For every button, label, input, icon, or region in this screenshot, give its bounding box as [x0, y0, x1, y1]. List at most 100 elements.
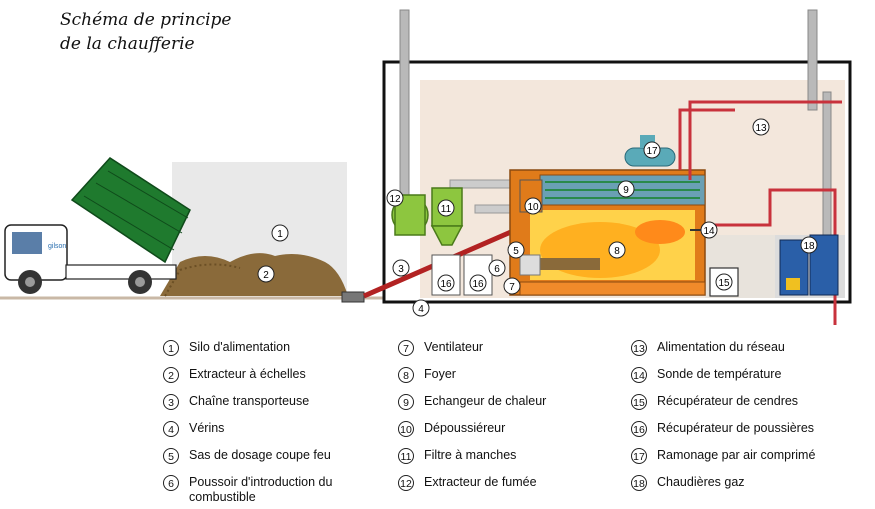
legend-number: 18 — [631, 475, 647, 491]
bag-filter — [430, 187, 464, 246]
svg-text:17: 17 — [646, 146, 658, 157]
truck-dump-body — [70, 157, 191, 264]
svg-text:4: 4 — [418, 304, 424, 315]
svg-text:15: 15 — [718, 278, 730, 289]
legend-item-5: 5 Sas de dosage coupe feu — [163, 448, 331, 464]
marker-12: 12 — [386, 189, 404, 207]
fume-extractor — [391, 194, 429, 236]
legend-label: Sas de dosage coupe feu — [189, 448, 331, 462]
marker-18: 18 — [800, 236, 818, 254]
legend-item-7: 7 Ventilateur — [398, 340, 483, 356]
legend-number: 3 — [163, 394, 179, 410]
marker-2: 2 — [257, 265, 275, 283]
diagram-markers: 1 2 3 4 5 6 7 8 9 10 11 12 13 14 15 16 1… — [257, 118, 818, 317]
legend-item-1: 1 Silo d'alimentation — [163, 340, 290, 356]
legend-item-16: 16 Récupérateur de poussières — [631, 421, 814, 437]
marker-14: 14 — [700, 221, 718, 239]
diagram-title: Schéma de principe de la chaufferie — [60, 8, 231, 56]
legend-label: Récupérateur de cendres — [657, 394, 799, 408]
legend-number: 13 — [631, 340, 647, 356]
legend-item-17: 17 Ramonage par air comprimé — [631, 448, 815, 464]
legend-item-6: 6 Poussoir d'introduction du combustible — [163, 475, 364, 505]
title-line-2: de la chaufferie — [60, 34, 195, 54]
svg-text:16: 16 — [440, 279, 452, 290]
legend-label: Alimentation du réseau — [657, 340, 785, 354]
svg-text:14: 14 — [703, 226, 715, 237]
svg-text:10: 10 — [527, 202, 539, 213]
legend-label: Ventilateur — [424, 340, 484, 354]
legend-number: 5 — [163, 448, 179, 464]
truck-window — [12, 232, 42, 254]
legend-item-11: 11 Filtre à manches — [398, 448, 516, 464]
legend-number: 16 — [631, 421, 647, 437]
legend-label: Echangeur de chaleur — [424, 394, 547, 408]
legend-number: 12 — [398, 475, 414, 491]
legend-number: 4 — [163, 421, 179, 437]
delivery-truck: gilson — [4, 157, 191, 294]
chimney-right — [807, 9, 818, 111]
legend-label: Chaîne transporteuse — [189, 394, 310, 408]
marker-16b: 16 — [469, 274, 487, 292]
legend-label: Ramonage par air comprimé — [657, 448, 816, 462]
legend-label: Chaudières gaz — [657, 475, 745, 489]
legend-label: Récupérateur de poussières — [657, 421, 815, 435]
legend-label: Dépoussiéreur — [424, 421, 506, 435]
svg-text:13: 13 — [755, 123, 767, 134]
legend-number: 7 — [398, 340, 414, 356]
legend-label: Extracteur à échelles — [189, 367, 306, 381]
svg-text:18: 18 — [803, 241, 815, 252]
chimney-left — [399, 9, 410, 211]
svg-text:6: 6 — [494, 264, 500, 275]
legend-item-8: 8 Foyer — [398, 367, 456, 383]
svg-text:8: 8 — [614, 246, 620, 257]
marker-3: 3 — [392, 259, 410, 277]
legend-label: Poussoir d'introduction du combustible — [189, 475, 333, 504]
legend-item-4: 4 Vérins — [163, 421, 224, 437]
legend-label: Sonde de température — [657, 367, 782, 381]
marker-17: 17 — [643, 141, 661, 159]
legend-item-14: 14 Sonde de température — [631, 367, 781, 383]
legend-number: 6 — [163, 475, 179, 491]
legend-item-10: 10 Dépoussiéreur — [398, 421, 505, 437]
legend-number: 14 — [631, 367, 647, 383]
svg-text:1: 1 — [277, 229, 283, 240]
marker-9: 9 — [617, 180, 635, 198]
marker-10: 10 — [524, 197, 542, 215]
network-supply-pipe — [678, 108, 735, 170]
svg-text:7: 7 — [509, 282, 515, 293]
legend-number: 11 — [398, 448, 414, 464]
truck-door-text: gilson — [48, 243, 66, 250]
legend-number: 15 — [631, 394, 647, 410]
svg-text:9: 9 — [623, 185, 629, 196]
legend-item-2: 2 Extracteur à échelles — [163, 367, 306, 383]
legend-item-3: 3 Chaîne transporteuse — [163, 394, 309, 410]
legend-label: Silo d'alimentation — [189, 340, 291, 354]
legend-item-15: 15 Récupérateur de cendres — [631, 394, 798, 410]
svg-text:5: 5 — [513, 246, 519, 257]
legend-label: Extracteur de fumée — [424, 475, 537, 489]
marker-13: 13 — [752, 118, 770, 136]
svg-text:11: 11 — [441, 204, 452, 215]
marker-11: 11 — [437, 199, 455, 217]
legend-number: 10 — [398, 421, 414, 437]
marker-6: 6 — [488, 259, 506, 277]
legend-number: 9 — [398, 394, 414, 410]
marker-15: 15 — [715, 273, 733, 291]
marker-7: 7 — [503, 277, 521, 295]
legend-number: 2 — [163, 367, 179, 383]
svg-text:16: 16 — [472, 279, 484, 290]
legend-item-9: 9 Echangeur de chaleur — [398, 394, 546, 410]
marker-1: 1 — [271, 224, 289, 242]
marker-16a: 16 — [437, 274, 455, 292]
svg-text:12: 12 — [389, 194, 401, 205]
legend-item-18: 18 Chaudières gaz — [631, 475, 745, 491]
legend-number: 1 — [163, 340, 179, 356]
legend-number: 8 — [398, 367, 414, 383]
title-line-1: Schéma de principe — [60, 10, 232, 30]
legend-label: Filtre à manches — [424, 448, 517, 462]
legend-label: Foyer — [424, 367, 456, 381]
gas-boilers — [779, 234, 839, 296]
marker-5: 5 — [507, 241, 525, 259]
legend-item-13: 13 Alimentation du réseau — [631, 340, 785, 356]
